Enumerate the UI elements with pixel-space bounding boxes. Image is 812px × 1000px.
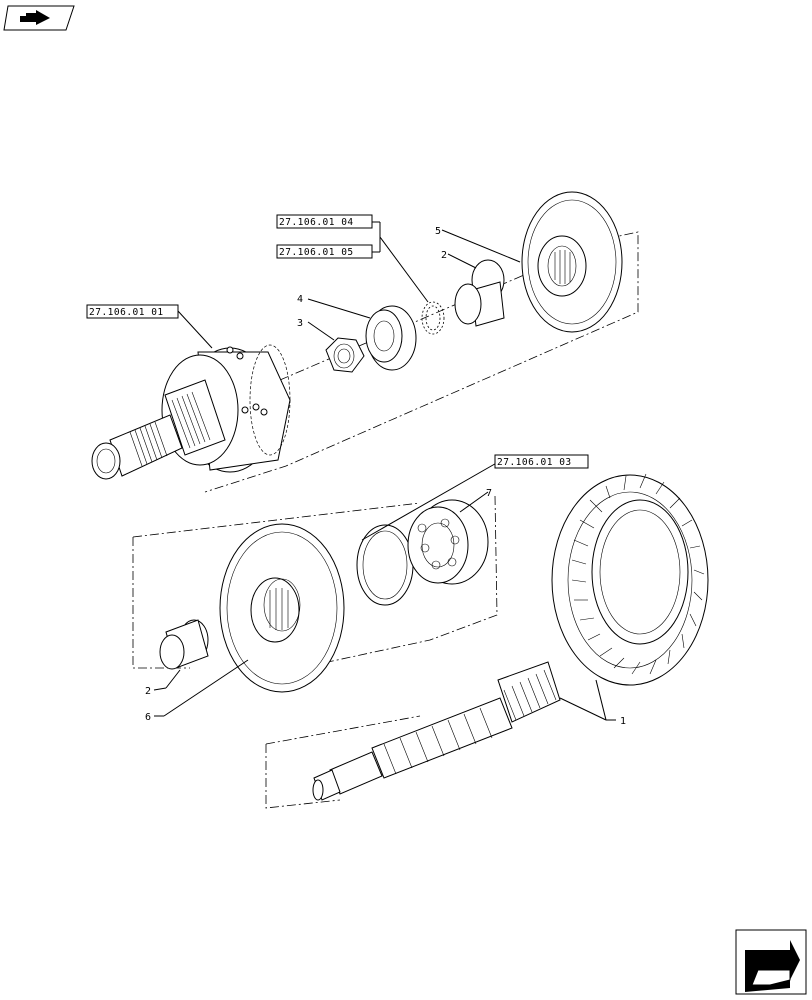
callout-5: 5 — [435, 226, 441, 237]
callout-2-upper: 2 — [441, 250, 447, 261]
pinion-shaft — [312, 661, 561, 801]
ref-box-r01[interactable]: 27.106.01 01 — [86, 304, 179, 319]
callout-6: 6 — [145, 712, 151, 723]
ref-box-r04[interactable]: 27.106.01 04 — [276, 214, 373, 229]
bushing-part-2-lower — [159, 619, 209, 670]
callout-7: 7 — [486, 488, 492, 499]
callout-1: 1 — [620, 716, 626, 727]
differential-assembly — [91, 344, 291, 480]
bushing-part-2-upper — [454, 259, 505, 327]
bearing-part-7 — [407, 499, 489, 585]
snap-ring-lower — [356, 524, 414, 606]
nav-next-arrow-icon[interactable] — [735, 929, 807, 995]
ref-label-r01: 27.106.01 01 — [89, 307, 164, 318]
nav-back-arrow-icon[interactable] — [3, 5, 75, 31]
gear-part-6 — [219, 523, 345, 693]
bearing-part-4 — [365, 305, 417, 371]
leader-lines — [153, 221, 616, 721]
nut-part-3 — [325, 337, 365, 373]
assembly-outline-upper — [204, 231, 639, 493]
ref-label-r05: 27.106.01 05 — [279, 247, 354, 258]
ring-gear-part-1 — [551, 473, 709, 686]
callout-3: 3 — [297, 318, 303, 329]
ref-box-r03[interactable]: 27.106.01 03 — [494, 454, 589, 469]
snap-ring-upper — [421, 301, 445, 335]
gear-part-5 — [521, 191, 623, 333]
callout-2-lower: 2 — [145, 686, 151, 697]
assembly-outline-lower — [265, 715, 421, 809]
ref-box-r05[interactable]: 27.106.01 05 — [276, 244, 373, 259]
ref-label-r04: 27.106.01 04 — [279, 217, 354, 228]
callout-4: 4 — [297, 294, 303, 305]
ref-label-r03: 27.106.01 03 — [497, 457, 572, 468]
